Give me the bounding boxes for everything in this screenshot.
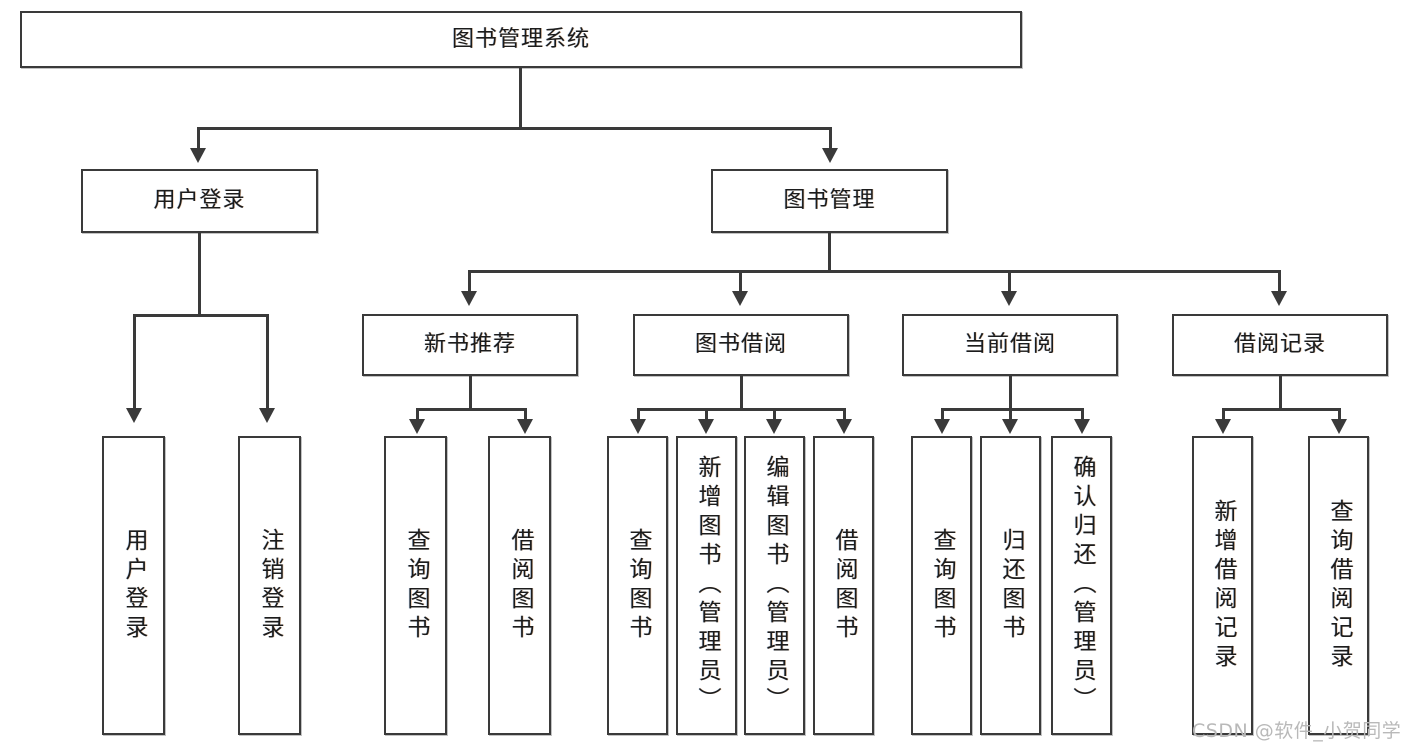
leaf-add-record[interactable]: 新增借阅记录 — [1192, 436, 1253, 735]
connector-cb-bus — [941, 408, 1083, 411]
connector-bb-to-leaf-2 — [705, 408, 708, 419]
arrow-root-to-book-management — [822, 148, 838, 163]
leaf-query-record[interactable]: 查询借阅记录 — [1308, 436, 1369, 735]
leaf-add-record-label: 新增借阅记录 — [1210, 498, 1236, 673]
connector-book-management-stem — [828, 233, 831, 270]
connector-user-login-bus — [133, 314, 268, 317]
leaf-query-book-3-label: 查询图书 — [929, 527, 955, 644]
leaf-logout-label: 注销登录 — [257, 527, 283, 644]
arrow-nbr-to-leaf-2 — [517, 419, 533, 434]
arrow-cb-to-leaf-2 — [1002, 419, 1018, 434]
leaf-query-book-2-label: 查询图书 — [625, 527, 651, 644]
connector-cb-to-leaf-1 — [941, 408, 944, 419]
connector-cb-to-leaf-3 — [1081, 408, 1084, 419]
connector-bm-to-new-book-recommend — [468, 270, 471, 291]
arrow-bb-to-leaf-1 — [630, 419, 646, 434]
connector-bb-stem — [740, 376, 743, 408]
connector-bb-bus — [637, 408, 845, 411]
connector-root-to-user-login — [197, 127, 200, 148]
leaf-add-book[interactable]: 新增图书（管理员） — [676, 436, 737, 735]
leaf-borrow-book-1-label: 借阅图书 — [507, 527, 533, 644]
arrow-bm-to-current-borrow — [1001, 291, 1017, 306]
connector-user-login-to-leaf-2 — [266, 314, 269, 408]
connector-bm-to-current-borrow — [1008, 270, 1011, 291]
leaf-edit-book-label: 编辑图书（管理员） — [762, 455, 788, 716]
arrow-cb-to-leaf-3 — [1074, 419, 1090, 434]
arrow-bb-to-leaf-2 — [698, 419, 714, 434]
connector-bb-to-leaf-1 — [637, 408, 640, 419]
leaf-borrow-book-1[interactable]: 借阅图书 — [488, 436, 551, 735]
leaf-confirm-return[interactable]: 确认归还（管理员） — [1051, 436, 1112, 735]
leaf-query-book-1-label: 查询图书 — [403, 527, 429, 644]
node-current-borrow[interactable]: 当前借阅 — [902, 314, 1118, 376]
arrow-bm-to-book-borrow — [732, 291, 748, 306]
node-book-management-label: 图书管理 — [783, 188, 876, 214]
arrow-bb-to-leaf-4 — [836, 419, 852, 434]
connector-user-login-to-leaf-1 — [133, 314, 136, 408]
leaf-user-login-label: 用户登录 — [121, 527, 147, 644]
node-root-label: 图书管理系统 — [451, 26, 590, 52]
connector-br-stem — [1279, 376, 1282, 408]
connector-bb-to-leaf-3 — [773, 408, 776, 419]
node-borrow-record[interactable]: 借阅记录 — [1172, 314, 1388, 376]
leaf-query-book-1[interactable]: 查询图书 — [384, 436, 447, 735]
arrow-bm-to-new-book-recommend — [461, 291, 477, 306]
leaf-borrow-book-2[interactable]: 借阅图书 — [813, 436, 874, 735]
arrow-br-to-leaf-2 — [1331, 419, 1347, 434]
connector-root-stem — [519, 68, 522, 127]
node-root[interactable]: 图书管理系统 — [20, 11, 1022, 68]
arrow-bm-to-borrow-record — [1271, 291, 1287, 306]
connector-br-bus — [1222, 408, 1340, 411]
connector-nbr-stem — [469, 376, 472, 408]
connector-cb-stem — [1009, 376, 1012, 408]
arrow-br-to-leaf-1 — [1215, 419, 1231, 434]
leaf-query-book-2[interactable]: 查询图书 — [607, 436, 668, 735]
leaf-logout[interactable]: 注销登录 — [238, 436, 301, 735]
leaf-query-book-3[interactable]: 查询图书 — [911, 436, 972, 735]
leaf-add-book-label: 新增图书（管理员） — [694, 455, 720, 716]
arrow-nbr-to-leaf-1 — [409, 419, 425, 434]
leaf-user-login[interactable]: 用户登录 — [102, 436, 165, 735]
connector-root-to-book-management — [829, 127, 832, 148]
connector-root-bus — [197, 127, 831, 130]
arrow-cb-to-leaf-1 — [934, 419, 950, 434]
connector-br-to-leaf-2 — [1338, 408, 1341, 419]
arrow-root-to-user-login — [190, 148, 206, 163]
connector-nbr-bus — [416, 408, 526, 411]
node-book-borrow[interactable]: 图书借阅 — [633, 314, 849, 376]
node-user-login[interactable]: 用户登录 — [81, 169, 318, 233]
connector-bb-to-leaf-4 — [843, 408, 846, 419]
connector-nbr-to-leaf-2 — [524, 408, 527, 419]
arrow-user-login-to-leaf-2 — [259, 408, 275, 423]
leaf-confirm-return-label: 确认归还（管理员） — [1069, 455, 1095, 716]
connector-cb-to-leaf-2 — [1009, 408, 1012, 419]
leaf-return-book-label: 归还图书 — [998, 527, 1024, 644]
leaf-borrow-book-2-label: 借阅图书 — [831, 527, 857, 644]
node-book-management[interactable]: 图书管理 — [711, 169, 948, 233]
connector-user-login-stem — [198, 233, 201, 314]
node-new-book-recommend-label: 新书推荐 — [423, 332, 516, 358]
connector-book-management-bus — [468, 270, 1280, 273]
node-book-borrow-label: 图书借阅 — [694, 332, 787, 358]
connector-bm-to-book-borrow — [739, 270, 742, 291]
connector-br-to-leaf-1 — [1222, 408, 1225, 419]
leaf-query-record-label: 查询借阅记录 — [1326, 498, 1352, 673]
connector-nbr-to-leaf-1 — [416, 408, 419, 419]
node-borrow-record-label: 借阅记录 — [1233, 332, 1326, 358]
node-current-borrow-label: 当前借阅 — [963, 332, 1056, 358]
leaf-edit-book[interactable]: 编辑图书（管理员） — [744, 436, 805, 735]
node-user-login-label: 用户登录 — [153, 188, 246, 214]
connector-bm-to-borrow-record — [1278, 270, 1281, 291]
node-new-book-recommend[interactable]: 新书推荐 — [362, 314, 578, 376]
leaf-return-book[interactable]: 归还图书 — [980, 436, 1041, 735]
arrow-bb-to-leaf-3 — [766, 419, 782, 434]
arrow-user-login-to-leaf-1 — [126, 408, 142, 423]
